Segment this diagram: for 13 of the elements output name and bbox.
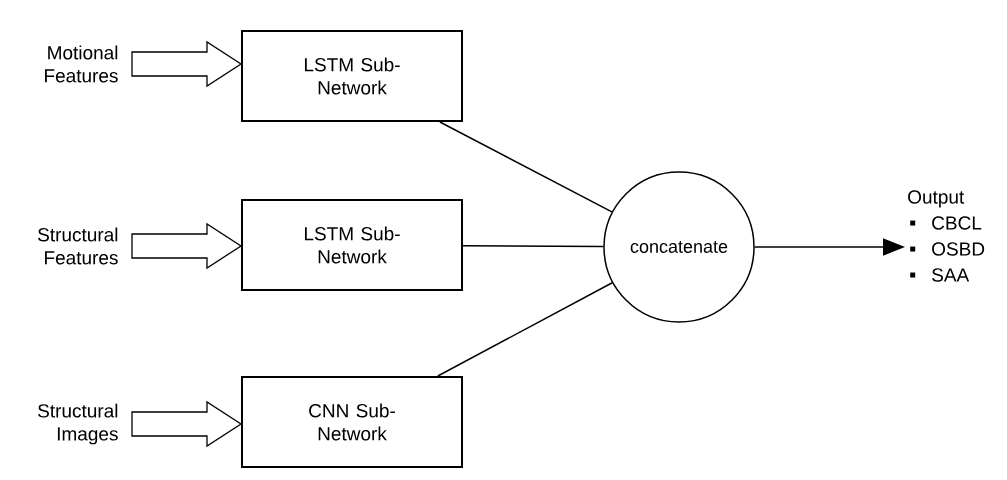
network-box: LSTM Sub-Network: [241, 199, 463, 291]
input-label: Structural Images: [38, 403, 118, 445]
connector-line: [439, 121, 613, 213]
connector-line: [437, 282, 613, 377]
input-label: Structural Features: [38, 227, 118, 265]
block-arrow: [131, 40, 243, 88]
block-arrow: [131, 400, 243, 448]
output-list: Output CBCL OSBD SAA: [908, 190, 985, 282]
input-label: Motional Features: [45, 45, 118, 83]
connector-line: [462, 244, 604, 248]
block-arrow: [131, 222, 243, 270]
network-box: CNN Sub-Network: [241, 376, 463, 468]
network-box: LSTM Sub-Network: [241, 30, 463, 122]
